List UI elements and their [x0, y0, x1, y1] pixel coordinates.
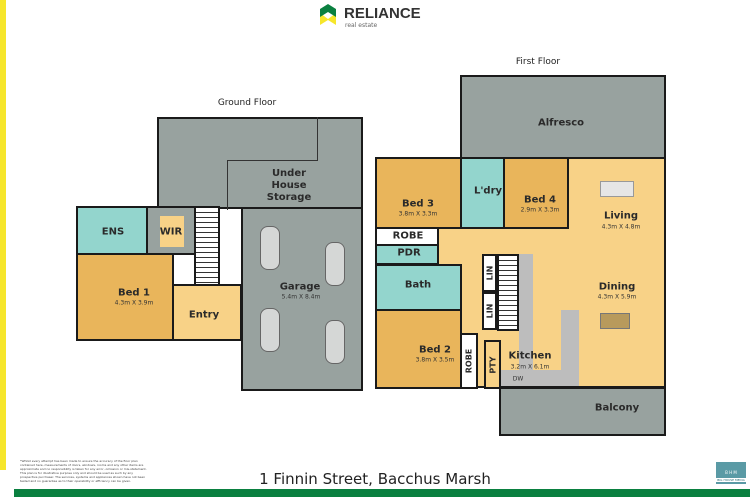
label-alfresco: Alfresco: [538, 117, 584, 129]
label-garage: Garage: [279, 281, 321, 293]
car-icon: [325, 320, 345, 364]
room-bath: [375, 264, 462, 311]
label-dining: Dining: [598, 281, 636, 293]
car-icon: [260, 226, 280, 270]
label-bed-4: Bed 4: [523, 194, 557, 206]
car-icon: [260, 308, 280, 352]
room-bed-4: [503, 157, 569, 229]
label-storage: Under House Storage: [266, 168, 312, 203]
kitchen-island: [561, 310, 579, 375]
label-wir: WIR: [159, 226, 183, 238]
dim-dining: 4.3m X 5.9m: [597, 293, 637, 301]
dim-bed-1: 4.3m X 3.9m: [114, 299, 154, 307]
disclaimer-text: *Whilst every attempt has been made to e…: [20, 459, 147, 483]
first-floor-title: First Floor: [515, 57, 561, 67]
property-address: 1 Finnin Street, Bacchus Marsh: [259, 470, 491, 488]
brand-tagline: real estate: [345, 22, 378, 29]
label-pantry: PTY: [488, 356, 498, 374]
house-logo-icon: [320, 4, 336, 25]
label-living: Living: [603, 210, 639, 222]
brand-logo: RELIANCE real estate: [318, 3, 438, 29]
media-logo-name: BIG HOUSE MEDIA: [716, 478, 746, 482]
media-logo-letters: B H M: [725, 470, 737, 475]
label-bed-2: Bed 2: [418, 344, 452, 356]
label-dishwasher: DW: [512, 375, 524, 383]
green-footer-bar: [14, 489, 750, 497]
label-bath: Bath: [404, 279, 432, 291]
dining-table-icon: [600, 313, 630, 329]
room-bed-3: [375, 157, 462, 229]
label-kitchen: Kitchen: [508, 350, 552, 362]
label-bed-1: Bed 1: [117, 287, 151, 299]
label-lin-2: LIN: [485, 303, 495, 319]
label-ens: ENS: [101, 226, 125, 238]
room-entry: [172, 284, 242, 341]
dim-bed-3: 3.8m X 3.3m: [398, 210, 438, 218]
label-bed-3: Bed 3: [401, 198, 435, 210]
room-ens: [76, 206, 148, 255]
media-logo: B H M BIG HOUSE MEDIA: [716, 462, 746, 484]
kitchen-bench: [519, 254, 533, 384]
dim-bed-2: 3.8m X 3.5m: [415, 356, 455, 364]
sofa-icon: [600, 181, 634, 197]
stairs-ground: [194, 206, 220, 286]
room-lin-1: [482, 254, 497, 292]
stairs-first: [497, 254, 519, 331]
dim-living: 4.3m X 4.8m: [601, 223, 641, 231]
label-pdr: PDR: [397, 247, 421, 259]
room-pantry: [484, 340, 501, 389]
label-laundry: L'dry: [473, 185, 503, 197]
label-lin-1: LIN: [485, 265, 495, 281]
label-balcony: Balcony: [594, 402, 640, 414]
label-robe-2: ROBE: [464, 348, 474, 374]
ground-floor-title: Ground Floor: [217, 98, 277, 108]
room-wir: [146, 206, 196, 255]
storage-divider-2: [317, 117, 318, 160]
label-entry: Entry: [188, 309, 220, 321]
dim-garage: 5.4m X 8.4m: [281, 293, 321, 301]
dim-kitchen: 3.2m X 6.1m: [510, 363, 550, 371]
room-balcony: [499, 387, 666, 436]
room-lin-2: [482, 292, 497, 330]
room-robe-2: [460, 333, 478, 389]
storage-divider: [227, 160, 318, 210]
yellow-edge-bar: [0, 0, 6, 470]
label-robe-1: ROBE: [392, 230, 424, 242]
brand-name: RELIANCE: [344, 5, 421, 22]
room-alfresco: [460, 75, 666, 159]
dim-bed-4: 2.9m X 3.3m: [520, 206, 560, 214]
car-icon: [325, 242, 345, 286]
kitchen-bench-bottom: [500, 370, 579, 386]
